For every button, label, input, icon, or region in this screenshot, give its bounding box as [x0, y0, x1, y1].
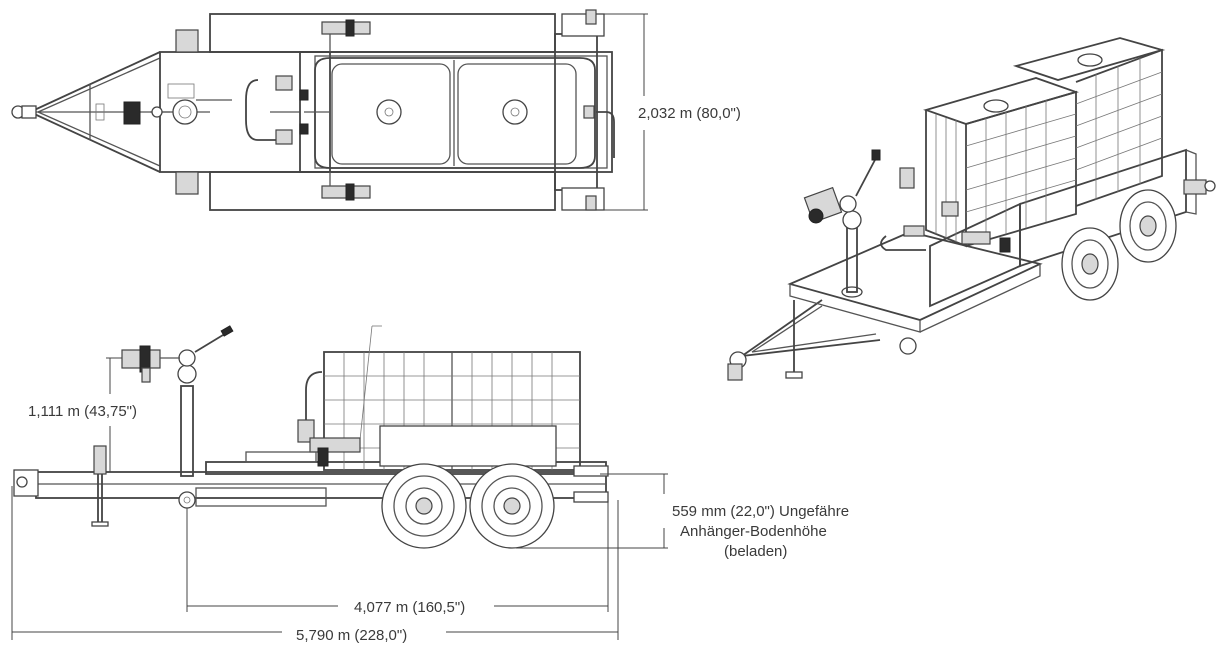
- overall-length-dimension: 5,790 m (228,0"): [11, 486, 619, 644]
- iso-tongue: [727, 299, 917, 381]
- top-view-tote-bed: [299, 51, 615, 173]
- isometric-view: [727, 37, 1216, 381]
- nozzle-height-dimension: 1,111 m (43,75"): [28, 357, 137, 472]
- top-view-rear: [554, 9, 605, 211]
- iso-plumbing: [880, 167, 1011, 253]
- tote-cap-2: [502, 99, 528, 125]
- iso-monitor: [803, 149, 881, 230]
- top-view-fender-upper: [209, 13, 556, 53]
- floor-height-label-line1: 559 mm (22,0") Ungefähre: [672, 503, 849, 520]
- side-hitch: [16, 476, 28, 488]
- side-view-monitor: [121, 325, 327, 509]
- top-view-fender-lower: [209, 171, 556, 211]
- iso-tote-cap-1: [983, 99, 1009, 113]
- top-view: 2,032 m (80,0"): [11, 9, 741, 211]
- top-view-tongue: [11, 51, 210, 173]
- axle-to-rear-label: 4,077 m (160,5"): [354, 599, 465, 616]
- tote-cap-1: [376, 99, 402, 125]
- top-view-valves: [321, 19, 371, 201]
- top-width-label: 2,032 m (80,0"): [638, 105, 741, 122]
- overall-length-label: 5,790 m (228,0"): [296, 627, 407, 644]
- fender-box: [379, 425, 557, 467]
- floor-height-dimension: 559 mm (22,0") Ungefähre Anhänger-Bodenh…: [516, 473, 849, 560]
- top-width-dimension: 2,032 m (80,0"): [600, 13, 741, 211]
- monitor-handle: [194, 331, 229, 353]
- iso-wheels: [1061, 189, 1177, 301]
- suction-inlet: [178, 491, 196, 509]
- nozzle-height-label: 1,111 m (43,75"): [28, 403, 137, 420]
- side-view-wheels: [381, 463, 555, 549]
- side-view-totes: [205, 325, 607, 475]
- iso-totes: [923, 37, 1166, 248]
- floor-height-label-line3: (beladen): [724, 543, 787, 560]
- iso-tote-cap-2: [1077, 53, 1103, 67]
- iso-chassis: [929, 148, 1216, 308]
- axle-to-rear-dimension: 4,077 m (160,5"): [186, 500, 609, 616]
- side-view: 1,111 m (43,75") 559 mm (22,0") Ungefähr…: [11, 325, 849, 644]
- floor-height-label-line2: Anhänger-Bodenhöhe: [680, 523, 827, 540]
